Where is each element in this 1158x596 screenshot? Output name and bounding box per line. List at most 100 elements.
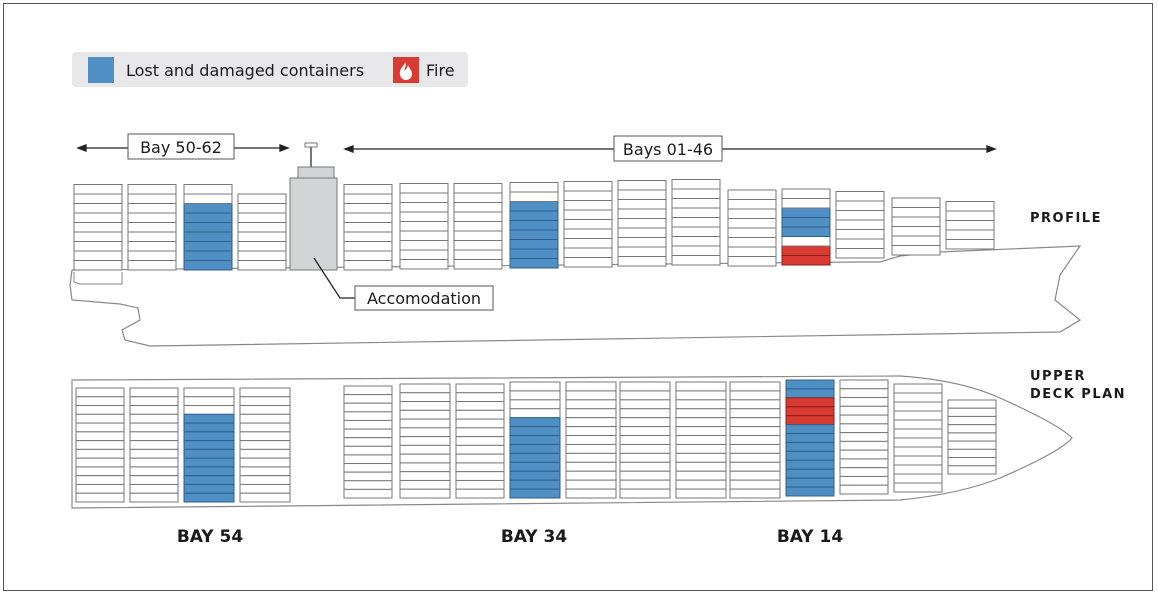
container (399, 240, 449, 251)
container-slot (619, 435, 671, 445)
profile-stack (945, 201, 995, 250)
container (563, 257, 613, 268)
legend: Lost and damaged containers Fire (72, 52, 468, 87)
container-slot (455, 383, 505, 394)
container-slot (839, 397, 889, 407)
container-slot (75, 405, 125, 415)
container-slot (239, 466, 291, 477)
container-slot (129, 431, 179, 442)
container-lost (781, 226, 831, 237)
container-slot (947, 432, 997, 442)
container-slot (675, 417, 727, 428)
container (835, 200, 885, 211)
container-slot-lost (785, 477, 835, 488)
profile-stack (453, 183, 503, 270)
container-slot (239, 405, 291, 415)
container-slot (343, 394, 393, 404)
container-slot (619, 479, 671, 490)
arrow-left-icon (343, 145, 354, 153)
container (453, 249, 503, 260)
container-slot (129, 483, 179, 494)
container-slot (619, 381, 671, 392)
container-slot (839, 414, 889, 425)
container (399, 221, 449, 232)
container-slot (399, 462, 451, 473)
container (127, 250, 177, 261)
bay-label-14: BAY 14 (777, 527, 844, 547)
container-slot-lost (509, 470, 561, 481)
profile-stack (563, 181, 613, 268)
container-slot (839, 484, 889, 495)
container-slot (839, 405, 889, 416)
container (127, 231, 177, 242)
fore-range-label-box (613, 135, 723, 162)
container (563, 200, 613, 211)
arrow-left-icon (76, 144, 87, 152)
container-slot (729, 399, 781, 410)
deck-plan-view-label-line1: UPPER (1030, 369, 1086, 384)
container (343, 260, 393, 271)
container-slot (729, 417, 781, 428)
container-slot (729, 461, 781, 472)
container-slot (455, 418, 505, 429)
legend-background (72, 52, 468, 87)
container (343, 193, 393, 204)
container (453, 240, 503, 251)
container-slot (455, 427, 505, 438)
container-slot (893, 410, 943, 421)
container-slot (75, 387, 125, 398)
container-slot (839, 388, 889, 399)
container-slot-lost (183, 483, 235, 494)
container-slot (893, 401, 943, 412)
container (563, 247, 613, 258)
container-slot (675, 381, 727, 392)
container-slot (893, 383, 943, 394)
container-slot (399, 409, 451, 420)
container (343, 203, 393, 214)
flame-icon (399, 62, 412, 80)
container-slot (455, 479, 505, 490)
container-slot (565, 452, 617, 463)
container-slot-lost (785, 388, 835, 399)
container-slot-lost (183, 457, 235, 468)
container (563, 219, 613, 230)
container (237, 241, 287, 252)
container-slot (343, 454, 393, 465)
container-slot (565, 417, 617, 428)
container (945, 220, 995, 231)
container-slot-lost (785, 486, 835, 497)
container-slot (455, 392, 505, 403)
container (891, 197, 941, 208)
container (617, 246, 667, 257)
container-slot-lost (183, 448, 235, 459)
container (343, 250, 393, 261)
container-slot (183, 405, 235, 415)
container-slot (675, 470, 727, 481)
container-lost (509, 229, 559, 240)
container (509, 182, 559, 193)
container-slot (839, 449, 889, 460)
container-slot (947, 465, 997, 475)
container-slot (729, 443, 781, 454)
container (945, 210, 995, 221)
container (127, 241, 177, 252)
profile-stack (835, 191, 885, 259)
container-slot (399, 383, 451, 394)
container-slot (75, 448, 125, 459)
container (73, 260, 123, 271)
lost-containers-swatch (88, 57, 114, 83)
container-slot (619, 426, 671, 437)
aft-range-label-box (127, 133, 235, 160)
container-slot (675, 452, 727, 463)
container (671, 226, 721, 237)
container (237, 222, 287, 233)
profile-stack (183, 184, 233, 271)
container-slot (729, 426, 781, 437)
container (127, 203, 177, 214)
container (453, 259, 503, 270)
container-slot-lost (183, 475, 235, 485)
accommodation-structure (289, 177, 338, 271)
container (671, 188, 721, 199)
container-slot (75, 466, 125, 477)
